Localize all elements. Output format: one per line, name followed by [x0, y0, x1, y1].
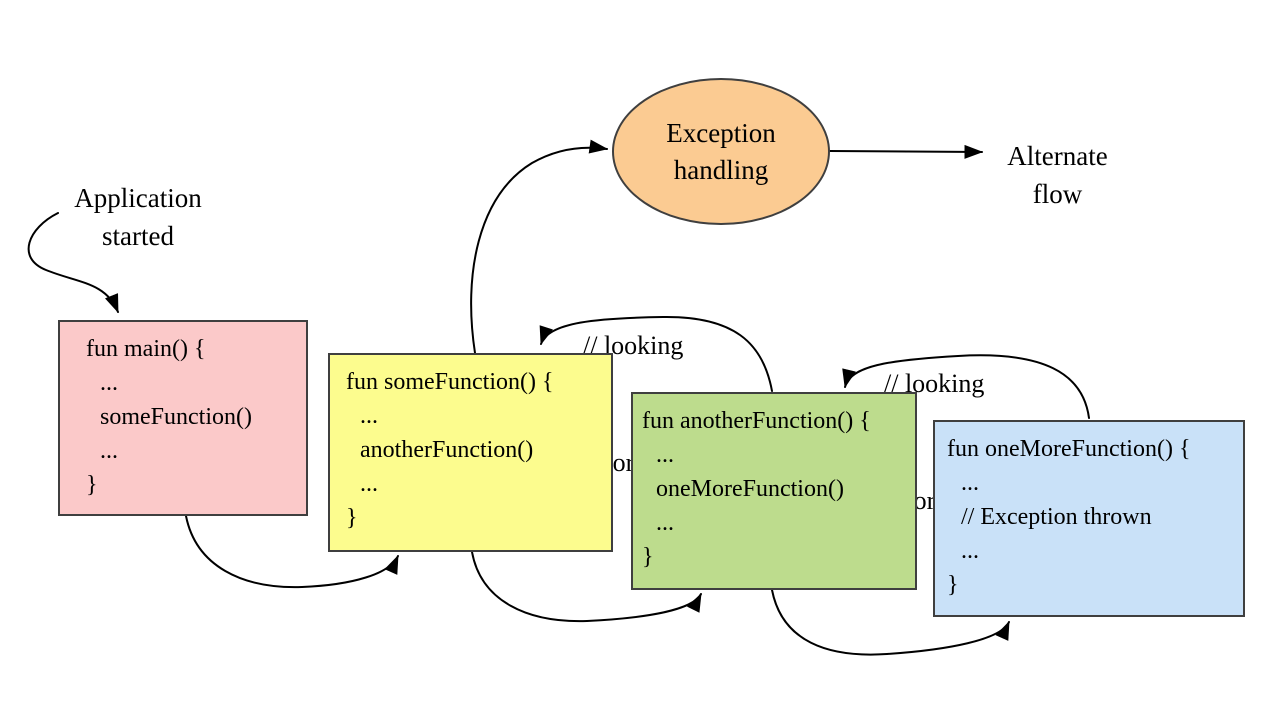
- label-line: Alternate: [1007, 141, 1108, 171]
- code-box-onemorefunction: fun oneMoreFunction() { ... // Exception…: [933, 420, 1245, 617]
- code-line: }: [86, 472, 98, 498]
- code-line: ...: [100, 438, 118, 464]
- code-line: }: [947, 572, 959, 598]
- comment-line: // looking: [884, 369, 985, 398]
- code-line: // Exception thrown: [961, 504, 1152, 530]
- code-box-somefunction: fun someFunction() { ... anotherFunction…: [328, 353, 613, 552]
- label-line: flow: [1032, 179, 1083, 209]
- code-line: oneMoreFunction(): [656, 476, 844, 502]
- code-line: }: [642, 544, 654, 570]
- code-line: fun main() {: [86, 336, 206, 362]
- code-box-anotherfunction: fun anotherFunction() { ... oneMoreFunct…: [631, 392, 917, 590]
- code-line: fun anotherFunction() {: [642, 408, 871, 434]
- code-line: someFunction(): [100, 404, 252, 430]
- code-line: ...: [961, 470, 979, 496]
- code-line: }: [346, 505, 358, 531]
- ellipse-label-line: handling: [673, 154, 769, 185]
- code-box-main: fun main() { ... someFunction() ... }: [58, 320, 308, 516]
- comment-line: // looking: [583, 331, 684, 360]
- code-line: ...: [656, 510, 674, 536]
- label-alternate-flow: Alternate flow: [985, 137, 1130, 213]
- label-line: started: [102, 221, 174, 251]
- label-line: Application: [74, 183, 202, 213]
- code-line: ...: [100, 370, 118, 396]
- arrow-exception-to-alternate-flow: [829, 144, 984, 159]
- code-line: ...: [360, 471, 378, 497]
- ellipse-label-line: Exception: [666, 117, 776, 148]
- code-line: anotherFunction(): [360, 437, 534, 463]
- code-line: fun oneMoreFunction() {: [947, 436, 1191, 462]
- exception-handling-node: Exception handling: [612, 78, 830, 225]
- code-line: fun someFunction() {: [346, 369, 554, 395]
- code-line: ...: [961, 538, 979, 564]
- code-line: ...: [656, 442, 674, 468]
- label-application-started: Application started: [38, 179, 238, 255]
- code-line: ...: [360, 403, 378, 429]
